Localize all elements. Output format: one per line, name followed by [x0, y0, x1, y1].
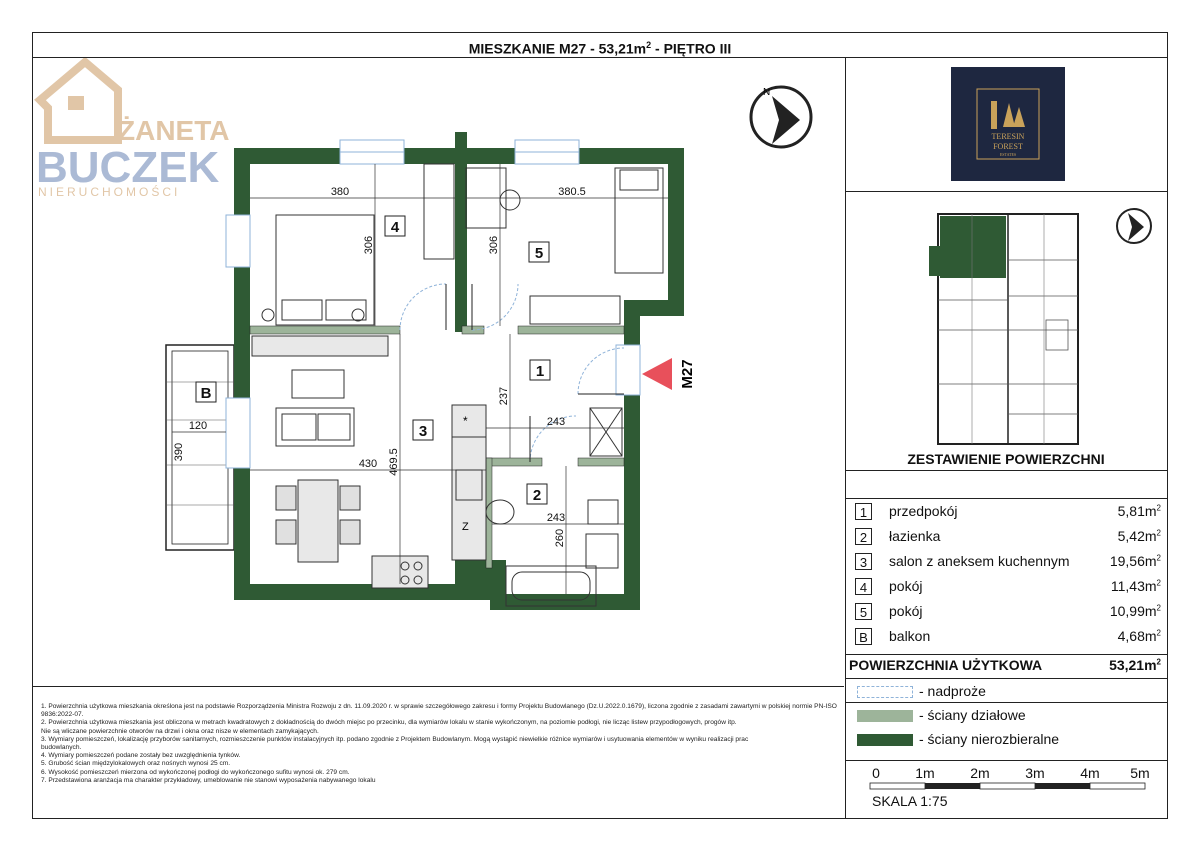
- watermark-line3: NIERUCHOMOŚCI: [38, 184, 180, 199]
- page-title: MIESZKANIE M27 - 53,21m2 - PIĘTRO III: [33, 33, 1167, 58]
- kitchen-counter: [451, 404, 487, 561]
- logo-trees-icon: TERESIN FOREST ESTATES: [976, 88, 1040, 160]
- watermark-house-icon: [34, 56, 122, 144]
- wardrobe-room5: [529, 295, 621, 325]
- compass-icon: N: [749, 85, 813, 149]
- svg-text:N: N: [763, 87, 770, 98]
- dim-380: 380: [331, 186, 349, 198]
- dim-430: 430: [359, 458, 377, 470]
- sheet-frame: MIESZKANIE M27 - 53,21m2 - PIĘTRO III TE…: [32, 32, 1168, 819]
- scale-tick-2: 2m: [970, 765, 989, 781]
- dim-243a: 243: [547, 416, 565, 428]
- dim-380-5: 380.5: [558, 186, 586, 198]
- scale-tick-1: 1m: [915, 765, 934, 781]
- room-tag-3: 3: [419, 423, 427, 440]
- dim-306a: 306: [363, 236, 375, 254]
- areas-title: ZESTAWIENIE POWIERZCHNI: [907, 451, 1105, 467]
- developer-logo: TERESIN FOREST ESTATES: [951, 67, 1065, 181]
- notes-divider: [32, 686, 844, 687]
- scale-label: SKALA 1:75: [872, 793, 948, 809]
- dim-469-5: 469.5: [388, 448, 400, 476]
- watermark-window-icon: [68, 96, 84, 110]
- svg-text:ESTATES: ESTATES: [1000, 152, 1016, 157]
- dim-120: 120: [189, 420, 207, 432]
- key-plan: [929, 213, 1079, 445]
- bed-room5: [614, 167, 664, 274]
- svg-text:TERESIN: TERESIN: [992, 132, 1025, 141]
- legend-partition: - ściany działowe: [857, 707, 1157, 725]
- doors: [399, 283, 625, 463]
- svg-text:FOREST: FOREST: [993, 142, 1023, 151]
- bed-room4: [275, 214, 375, 326]
- apartment-label: M27: [679, 359, 696, 388]
- room-tag-4: 4: [391, 219, 400, 236]
- entrance-marker-icon: [642, 358, 672, 390]
- bathtub: [505, 565, 597, 607]
- washing-machine: [585, 533, 619, 569]
- shower-cabinet: [589, 407, 623, 457]
- fridge: [451, 404, 487, 438]
- kitchen-cabinet: [251, 335, 389, 357]
- scale-bar: [869, 782, 1146, 790]
- watermark: ŻANETA BUCZEK NIERUCHOMOŚCI: [34, 56, 229, 199]
- right-panel: TERESIN FOREST ESTATES: [845, 57, 1168, 818]
- z-mark: Z: [462, 521, 469, 533]
- legend-lintel: - nadproże: [857, 683, 1157, 701]
- dim-306b: 306: [488, 236, 500, 254]
- fridge-mark: *: [463, 414, 468, 428]
- room-tag-2: 2: [533, 487, 541, 504]
- dining-table: [297, 479, 339, 563]
- room-tag-5: 5: [535, 245, 543, 262]
- dim-390: 390: [173, 443, 185, 461]
- scale-tick-5: 5m: [1130, 765, 1149, 781]
- windows: [225, 139, 641, 469]
- room-tag-1: 1: [536, 363, 544, 380]
- dim-243b: 243: [547, 512, 565, 524]
- total-area: POWIERZCHNIA UŻYTKOWA 53,21m2: [849, 657, 1161, 673]
- legend-bearing: - ściany nierozbieralne: [857, 731, 1157, 749]
- watermark-line2: BUCZEK: [36, 143, 220, 192]
- room-tag-b: B: [201, 385, 212, 402]
- scale-tick-0: 0: [872, 765, 880, 781]
- dim-260: 260: [554, 529, 566, 547]
- watermark-line1: ŻANETA: [118, 115, 229, 146]
- key-plan-compass-icon: [1116, 208, 1152, 244]
- footnotes: 1. Powierzchnia użytkowa mieszkania okre…: [41, 703, 837, 784]
- scale-tick-3: 3m: [1025, 765, 1044, 781]
- sofa: [275, 407, 355, 447]
- dim-237: 237: [498, 387, 510, 405]
- scale-tick-4: 4m: [1080, 765, 1099, 781]
- tv-stand: [291, 369, 345, 399]
- wardrobe-room4: [423, 163, 455, 260]
